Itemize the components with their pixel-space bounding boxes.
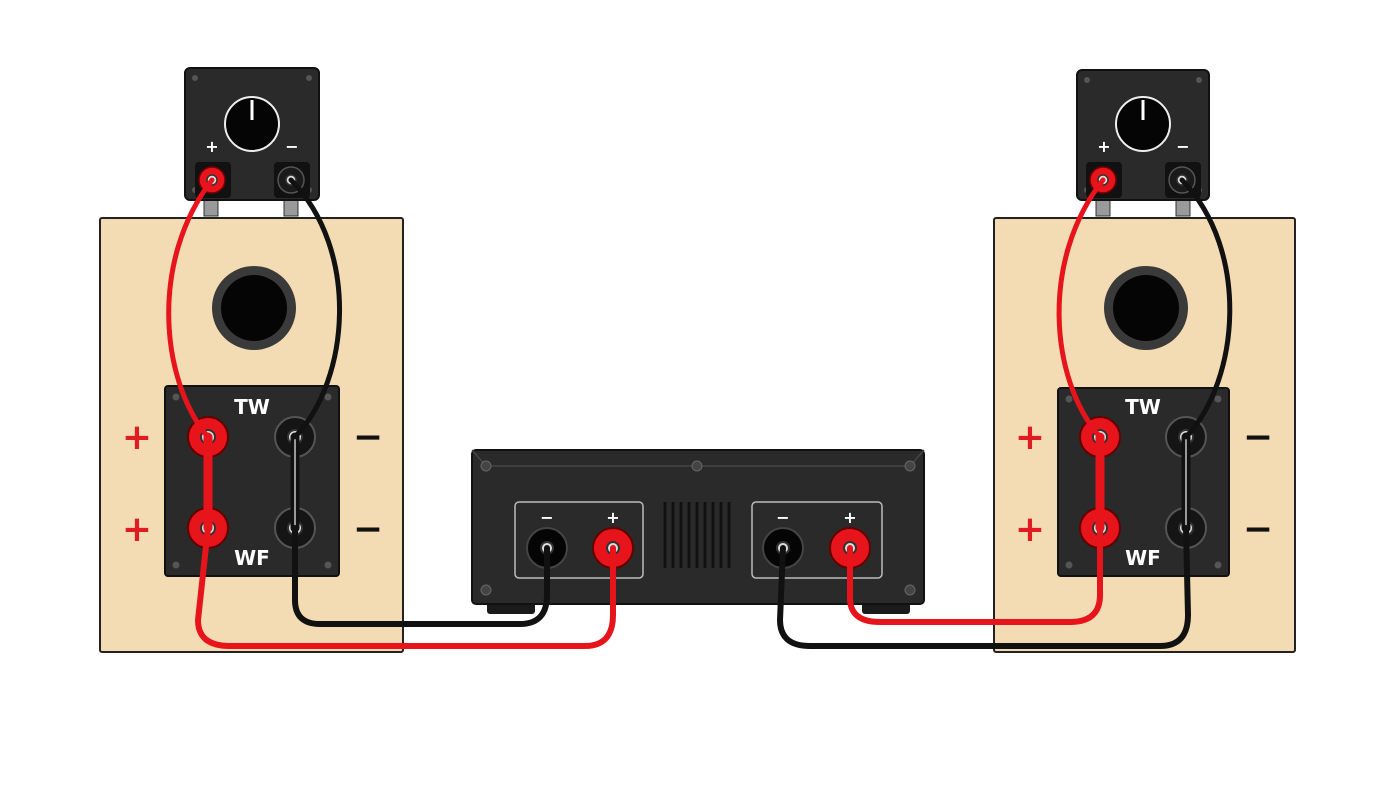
amp-left-minus-label: − [540,508,553,527]
amp-right-plus-label: + [843,508,856,527]
screw-icon [172,393,180,401]
screw-icon [904,584,916,596]
right-tweeter-red-jumper [1056,177,1106,440]
screw-icon [480,460,492,472]
left-side-minus-bottom: − [353,509,383,550]
left-tweeter-minus-label: − [285,137,298,156]
screw-icon [904,460,916,472]
screw-icon [306,75,312,81]
right-tweeter-plus-label: + [1097,137,1110,156]
left-tw-label: TW [234,395,270,419]
left-tweeter-red-jumper [166,177,215,440]
right-side-minus-top: − [1243,417,1273,458]
amp-right-minus-label: − [776,508,789,527]
left-speaker: + − TW WF [99,67,404,653]
left-side-plus-bottom: + [122,509,152,550]
right-red-speaker-cable [847,525,1103,625]
left-red-speaker-cable [195,525,616,649]
screw-icon [324,393,332,401]
right-side-minus-bottom: − [1243,509,1273,550]
right-black-speaker-cable [777,525,1191,649]
left-tweeter-black-jumper [288,177,342,440]
wires [166,177,1233,649]
screw-icon [1196,77,1202,83]
left-tweeter-plus-label: + [205,137,218,156]
vent-grille-icon [663,502,731,568]
right-tweeter-module: + − [1076,69,1210,217]
screw-icon [1084,77,1090,83]
screw-icon [1214,561,1222,569]
screw-icon [1065,561,1073,569]
left-wf-label: WF [234,546,270,570]
volume-knob-icon[interactable] [1115,96,1171,152]
left-side-plus-top: + [122,417,152,458]
amplifier: − + − + [471,449,925,614]
left-side-minus-top: − [353,417,383,458]
right-tw-label: TW [1125,395,1161,419]
screw-icon [1065,395,1073,403]
right-side-plus-bottom: + [1015,509,1045,550]
screw-icon [1214,395,1222,403]
screw-icon [324,561,332,569]
right-side-plus-top: + [1015,417,1045,458]
screw-icon [691,460,703,472]
right-tweeter-black-jumper [1179,177,1233,440]
right-speaker: + − TW WF [993,69,1296,653]
screw-icon [480,584,492,596]
right-wf-label: WF [1125,546,1161,570]
screw-icon [192,75,198,81]
right-tweeter-minus-label: − [1176,137,1189,156]
volume-knob-icon[interactable] [224,96,280,152]
screw-icon [172,561,180,569]
amp-left-plus-label: + [606,508,619,527]
left-black-speaker-cable [292,525,550,627]
